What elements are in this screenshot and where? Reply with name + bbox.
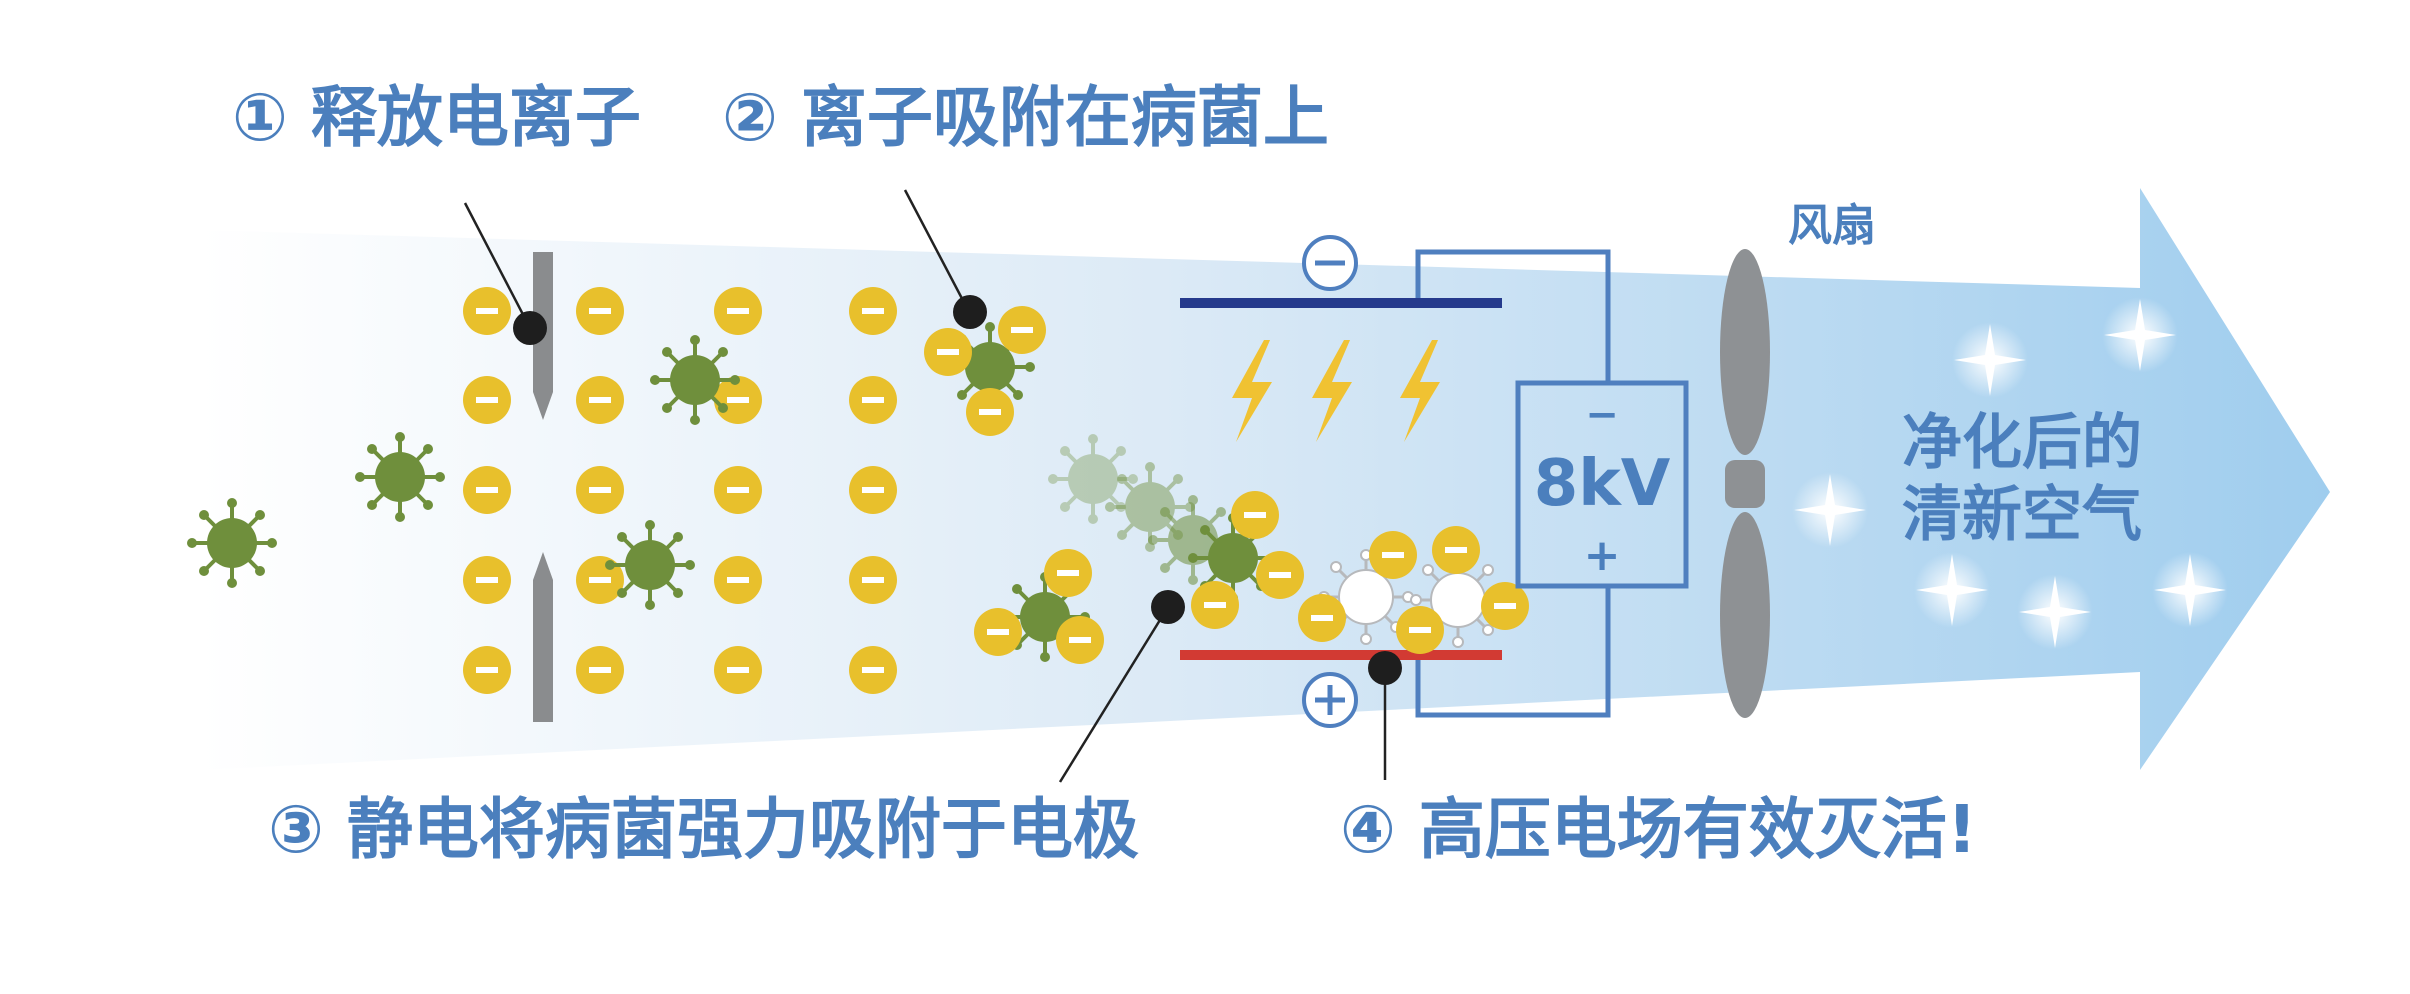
step4-label: ④ 高压电场有效灭活! [1340, 791, 1977, 868]
clean-air-label-line2: 清新空气 [1902, 480, 2142, 550]
step1-label: ① 释放电离子 [232, 79, 641, 156]
callout-leaders [463, 189, 1387, 783]
high-voltage-circuit [1415, 249, 1689, 718]
negative-electrode-plate [1180, 298, 1502, 308]
fan-icon [1720, 249, 1770, 718]
clean-air-label-line1: 净化后的 [1902, 408, 2142, 478]
negative-sign-icon [1302, 235, 1358, 291]
positive-sign-icon [1302, 672, 1358, 728]
voltage-plus-sign: + [1584, 530, 1621, 581]
voltage-label: 8kV [1534, 447, 1671, 521]
step3-label: ③ 静电将病菌强力吸附于电极 [268, 791, 1139, 868]
step2-label: ② 离子吸附在病菌上 [722, 79, 1329, 156]
airflow-arrow [200, 188, 2330, 770]
fan-label: 风扇 [1788, 200, 1876, 251]
voltage-minus-sign: − [1585, 392, 1619, 438]
callout-dots [513, 295, 1402, 685]
positive-electrode-plate [1180, 650, 1502, 660]
